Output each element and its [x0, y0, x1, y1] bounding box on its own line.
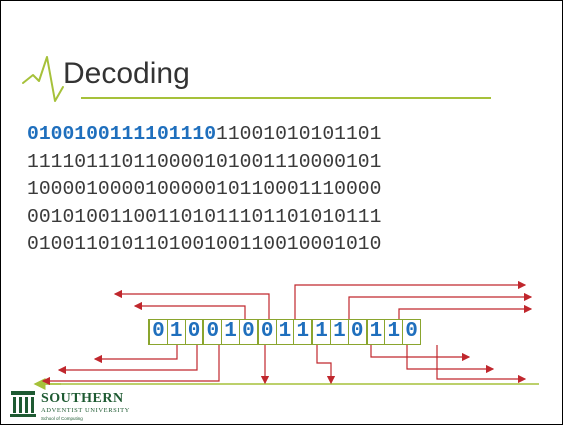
arrow-left-1 — [113, 289, 270, 319]
left-arrows-upper — [113, 289, 270, 319]
bit-cell: 1 — [311, 319, 331, 345]
columns-building-icon — [10, 391, 36, 417]
binary-highlighted-segment: 0100100111101110 — [27, 123, 217, 145]
left-arrows-lower — [41, 345, 220, 386]
arrow-left-2 — [133, 301, 246, 319]
binary-stream: 010010011110111011001010101101 111101110… — [27, 121, 381, 259]
bit-cell: 0 — [256, 319, 277, 345]
arrow-right-3 — [398, 304, 533, 319]
bit-cell: 0 — [238, 319, 258, 345]
bit-cell: 1 — [365, 319, 386, 345]
arrow-right-4 — [370, 345, 471, 362]
arrow-left-4 — [57, 345, 198, 375]
bit-cell: 1 — [329, 319, 349, 345]
bit-cell: 0 — [347, 319, 367, 345]
arrow-right-6 — [436, 345, 527, 384]
bit-cell: 0 — [202, 319, 223, 345]
right-arrows-upper — [294, 280, 533, 319]
bit-cell: 0 — [148, 319, 168, 345]
heartbeat-squiggle-icon — [22, 56, 64, 102]
arrow-right-2 — [348, 292, 533, 319]
binary-line-5: 010011010110100100110010001010 — [27, 233, 382, 255]
arrow-left-5 — [41, 345, 220, 386]
right-arrows-lower — [370, 345, 527, 384]
bit-cell: 1 — [384, 319, 404, 345]
logo-department: School of Computing — [41, 416, 83, 421]
arrow-right-1 — [294, 280, 527, 319]
university-logo: SOUTHERN ADVENTIST UNIVERSITY School of … — [9, 389, 169, 424]
logo-name: SOUTHERN — [41, 391, 124, 406]
logo-subtitle: ADVENTIST UNIVERSITY — [41, 407, 130, 414]
bit-cell: 0 — [402, 319, 421, 345]
title-underline — [81, 97, 491, 99]
bit-cell: 1 — [293, 319, 313, 345]
binary-line-1-rest: 11001010101101 — [216, 123, 382, 145]
decoded-bits-box: 0 1 0 0 1 0 0 1 1 1 1 0 1 1 0 — [148, 319, 421, 345]
slide-title-area: Decoding — [21, 45, 491, 105]
arrow-left-3 — [93, 345, 178, 364]
bit-cell: 0 — [184, 319, 204, 345]
bit-cell: 1 — [275, 319, 295, 345]
binary-line-2: 111101110110000101001110000101 — [27, 150, 382, 173]
bit-cell: 1 — [166, 319, 186, 345]
binary-line-4: 001010011001101011101101010111 — [27, 205, 382, 228]
bit-cell: 1 — [221, 319, 240, 345]
slide-title: Decoding — [63, 57, 190, 90]
down-arrows — [260, 345, 336, 385]
binary-line-3: 100001000010000010110001110000 — [27, 178, 382, 200]
arrow-down-2 — [316, 345, 336, 385]
arrow-right-5 — [406, 345, 495, 374]
